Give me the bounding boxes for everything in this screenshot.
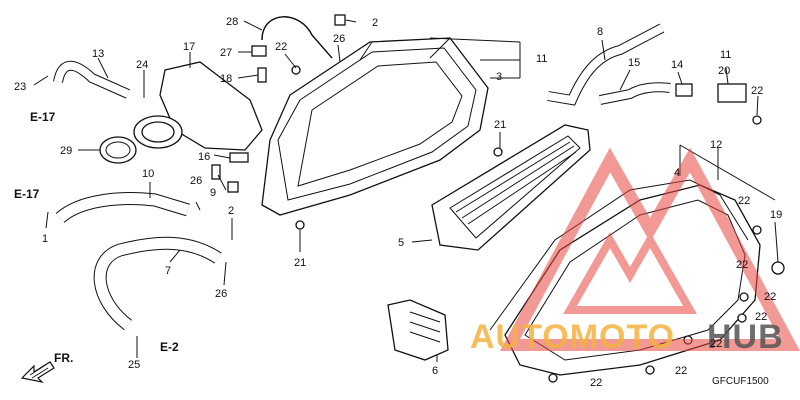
part-label-22-r1: 22 — [738, 195, 750, 207]
watermark-logo — [499, 147, 800, 351]
part-label-16: 16 — [198, 151, 210, 163]
part-label-2-mid: 2 — [228, 205, 234, 217]
part-label-18: 18 — [220, 73, 232, 85]
watermark-text-hub: HUB — [707, 318, 784, 356]
air-cleaner-case — [261, 37, 489, 216]
part-label-26-mid: 26 — [190, 175, 202, 187]
part-label-22-right: 22 — [751, 85, 763, 97]
part-label-2-top: 2 — [372, 17, 378, 29]
air-cleaner-element — [431, 124, 591, 251]
plug-27 — [251, 45, 267, 57]
seal-4 — [489, 179, 749, 331]
screw-2-mid — [227, 181, 239, 193]
part-label-22-r4: 22 — [755, 311, 767, 323]
part-label-22-r6: 22 — [675, 365, 687, 377]
bracket-6 — [387, 299, 449, 361]
sensor-16 — [229, 152, 249, 163]
part-label-10: 10 — [142, 168, 154, 180]
part-label-26-top: 26 — [333, 33, 345, 45]
part-label-4: 4 — [674, 167, 680, 179]
part-label-5: 5 — [398, 237, 404, 249]
ref-e17-left: E-17 — [14, 187, 40, 201]
front-direction-label: FR. — [54, 351, 73, 365]
intake-duct — [133, 61, 263, 151]
part-label-24: 24 — [136, 59, 148, 71]
part-label-21-mid: 21 — [494, 119, 506, 131]
screw-heads — [291, 65, 762, 383]
part-label-19: 19 — [770, 209, 782, 221]
part-label-12: 12 — [710, 139, 722, 151]
part-label-1: 1 — [42, 233, 48, 245]
part-label-23: 23 — [14, 81, 26, 93]
front-direction-arrow: FR. — [20, 351, 73, 383]
diagram-code: GFCUF1500 — [712, 376, 769, 387]
bolt-18 — [257, 67, 267, 83]
hose-28 — [261, 16, 333, 59]
ref-e17-top: E-17 — [30, 110, 56, 124]
part-label-6: 6 — [432, 365, 438, 377]
part-label-22-r3: 22 — [764, 291, 776, 303]
part-label-9: 9 — [210, 187, 216, 199]
part-label-11-right: 11 — [720, 49, 731, 61]
part-label-8: 8 — [597, 26, 603, 38]
part-label-20: 20 — [718, 65, 730, 77]
part-label-11-top: 11 — [536, 53, 547, 65]
part-label-22-top: 22 — [275, 41, 287, 53]
part-label-22-r2: 22 — [736, 259, 748, 271]
drain-9 — [211, 164, 221, 180]
part-label-22-r5: 22 — [710, 338, 722, 350]
part-label-17: 17 — [183, 41, 195, 53]
clip-19 — [771, 261, 785, 275]
bracket-20 — [717, 83, 747, 103]
part-label-27: 27 — [220, 47, 232, 59]
part-label-29: 29 — [60, 145, 72, 157]
ref-e2: E-2 — [160, 340, 179, 354]
part-label-26-low: 26 — [215, 288, 227, 300]
screw-2-top — [334, 14, 346, 26]
part-label-14: 14 — [671, 59, 683, 71]
part-label-21-low: 21 — [294, 257, 306, 269]
leader-lines — [33, 19, 779, 362]
part-label-3: 3 — [496, 71, 502, 83]
part-label-7: 7 — [165, 265, 171, 277]
band-29 — [99, 136, 137, 164]
watermark-text-automoto: AUTOMOTO — [470, 318, 675, 356]
part-label-13: 13 — [92, 48, 104, 60]
part-label-22-r7: 22 — [590, 377, 602, 389]
valve-14 — [675, 83, 693, 97]
part-label-25: 25 — [128, 359, 140, 371]
part-label-28: 28 — [226, 16, 238, 28]
part-label-15: 15 — [628, 57, 640, 69]
